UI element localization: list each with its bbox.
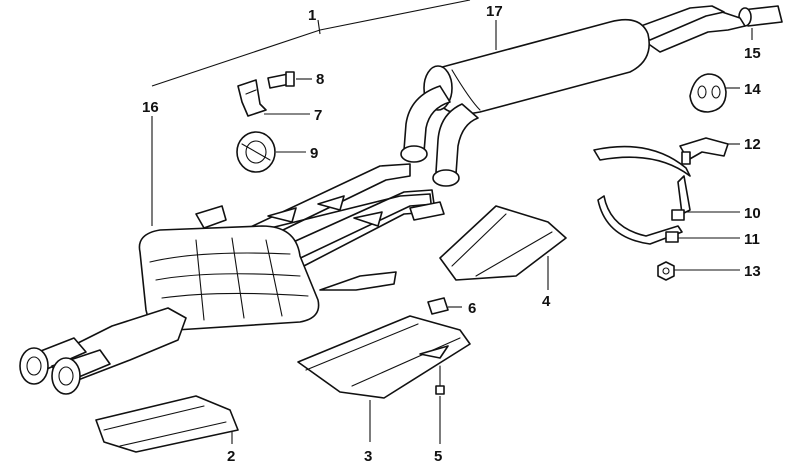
- part-4-heat-shield: [439, 205, 567, 281]
- part-8-bolt: [267, 71, 295, 89]
- part-12-hanger-bracket: [679, 137, 729, 165]
- callout-11: 11: [744, 231, 760, 248]
- callout-8: 8: [316, 71, 324, 88]
- callout-17: 17: [486, 3, 503, 20]
- part-13-nut: [657, 261, 675, 281]
- part-9-rubber-mount: [236, 131, 276, 173]
- part-16-front-muffler-assembly: [19, 163, 445, 395]
- callout-12: 12: [744, 136, 761, 153]
- part-5-bolt: [435, 365, 445, 395]
- part-17-rear-muffler: [400, 5, 746, 187]
- part-15-tailpipe-tip: [738, 5, 783, 27]
- part-2-heat-shield: [95, 395, 239, 453]
- callout-9: 9: [310, 145, 318, 162]
- callout-6: 6: [468, 300, 476, 317]
- callout-16: 16: [142, 99, 159, 116]
- callout-labels: 1 2 3 4 5 6 7 8 9 10 11 12 13 14 15 16 1…: [142, 3, 761, 465]
- part-7-bracket: [237, 79, 267, 117]
- callout-4: 4: [542, 293, 551, 310]
- callout-5: 5: [434, 448, 442, 465]
- callout-14: 14: [744, 81, 761, 98]
- part-10-clamp-strap: [593, 145, 691, 245]
- part-3-heat-shield: [297, 315, 471, 399]
- part-14-rubber-hanger: [689, 73, 727, 113]
- callout-1: 1: [308, 7, 316, 24]
- callout-7: 7: [314, 107, 322, 124]
- callout-10: 10: [744, 205, 761, 222]
- callout-15: 15: [744, 45, 761, 62]
- callout-3: 3: [364, 448, 372, 465]
- leader-lines: [151, 0, 753, 444]
- callout-2: 2: [227, 448, 235, 465]
- callout-13: 13: [744, 263, 761, 280]
- part-6-clip-nut: [427, 297, 449, 315]
